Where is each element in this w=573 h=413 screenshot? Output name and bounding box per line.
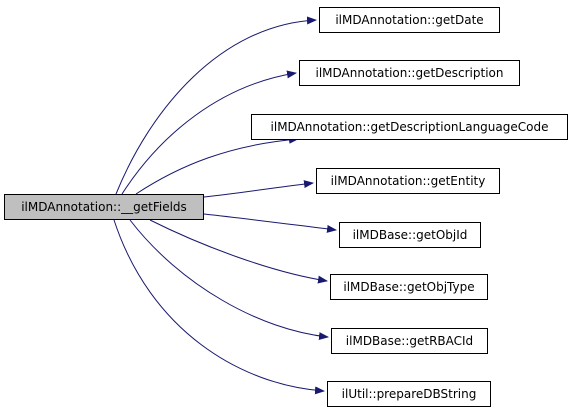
target-node-getdescriptionlanguagecode[interactable]: ilMDAnnotation::getDescriptionLanguageCo… [251,114,568,140]
target-node-getentity[interactable]: ilMDAnnotation::getEntity [316,168,500,194]
target-node-preparedbstring[interactable]: ilUtil::prepareDBString [327,381,491,407]
edge-to-getobjid [203,213,337,233]
edge-to-getobjtype [149,219,328,284]
target-node-getrbacid[interactable]: ilMDBase::getRBACId [331,328,488,354]
target-node-getdescription[interactable]: ilMDAnnotation::getDescription [299,60,520,86]
edge-to-getdate [115,16,317,195]
target-node-getobjid[interactable]: ilMDBase::getObjId [339,222,481,248]
edge-to-getdesclangcode [135,135,299,195]
edge-to-getrbacid [129,219,329,341]
edge-to-preparedbstring [113,219,325,395]
target-node-getdate[interactable]: ilMDAnnotation::getDate [319,7,500,33]
edge-to-getdescription [121,70,297,195]
target-node-getobjtype[interactable]: ilMDBase::getObjType [330,274,488,300]
source-node[interactable]: ilMDAnnotation::__getFields [4,194,204,220]
edge-to-getentity [203,180,314,198]
